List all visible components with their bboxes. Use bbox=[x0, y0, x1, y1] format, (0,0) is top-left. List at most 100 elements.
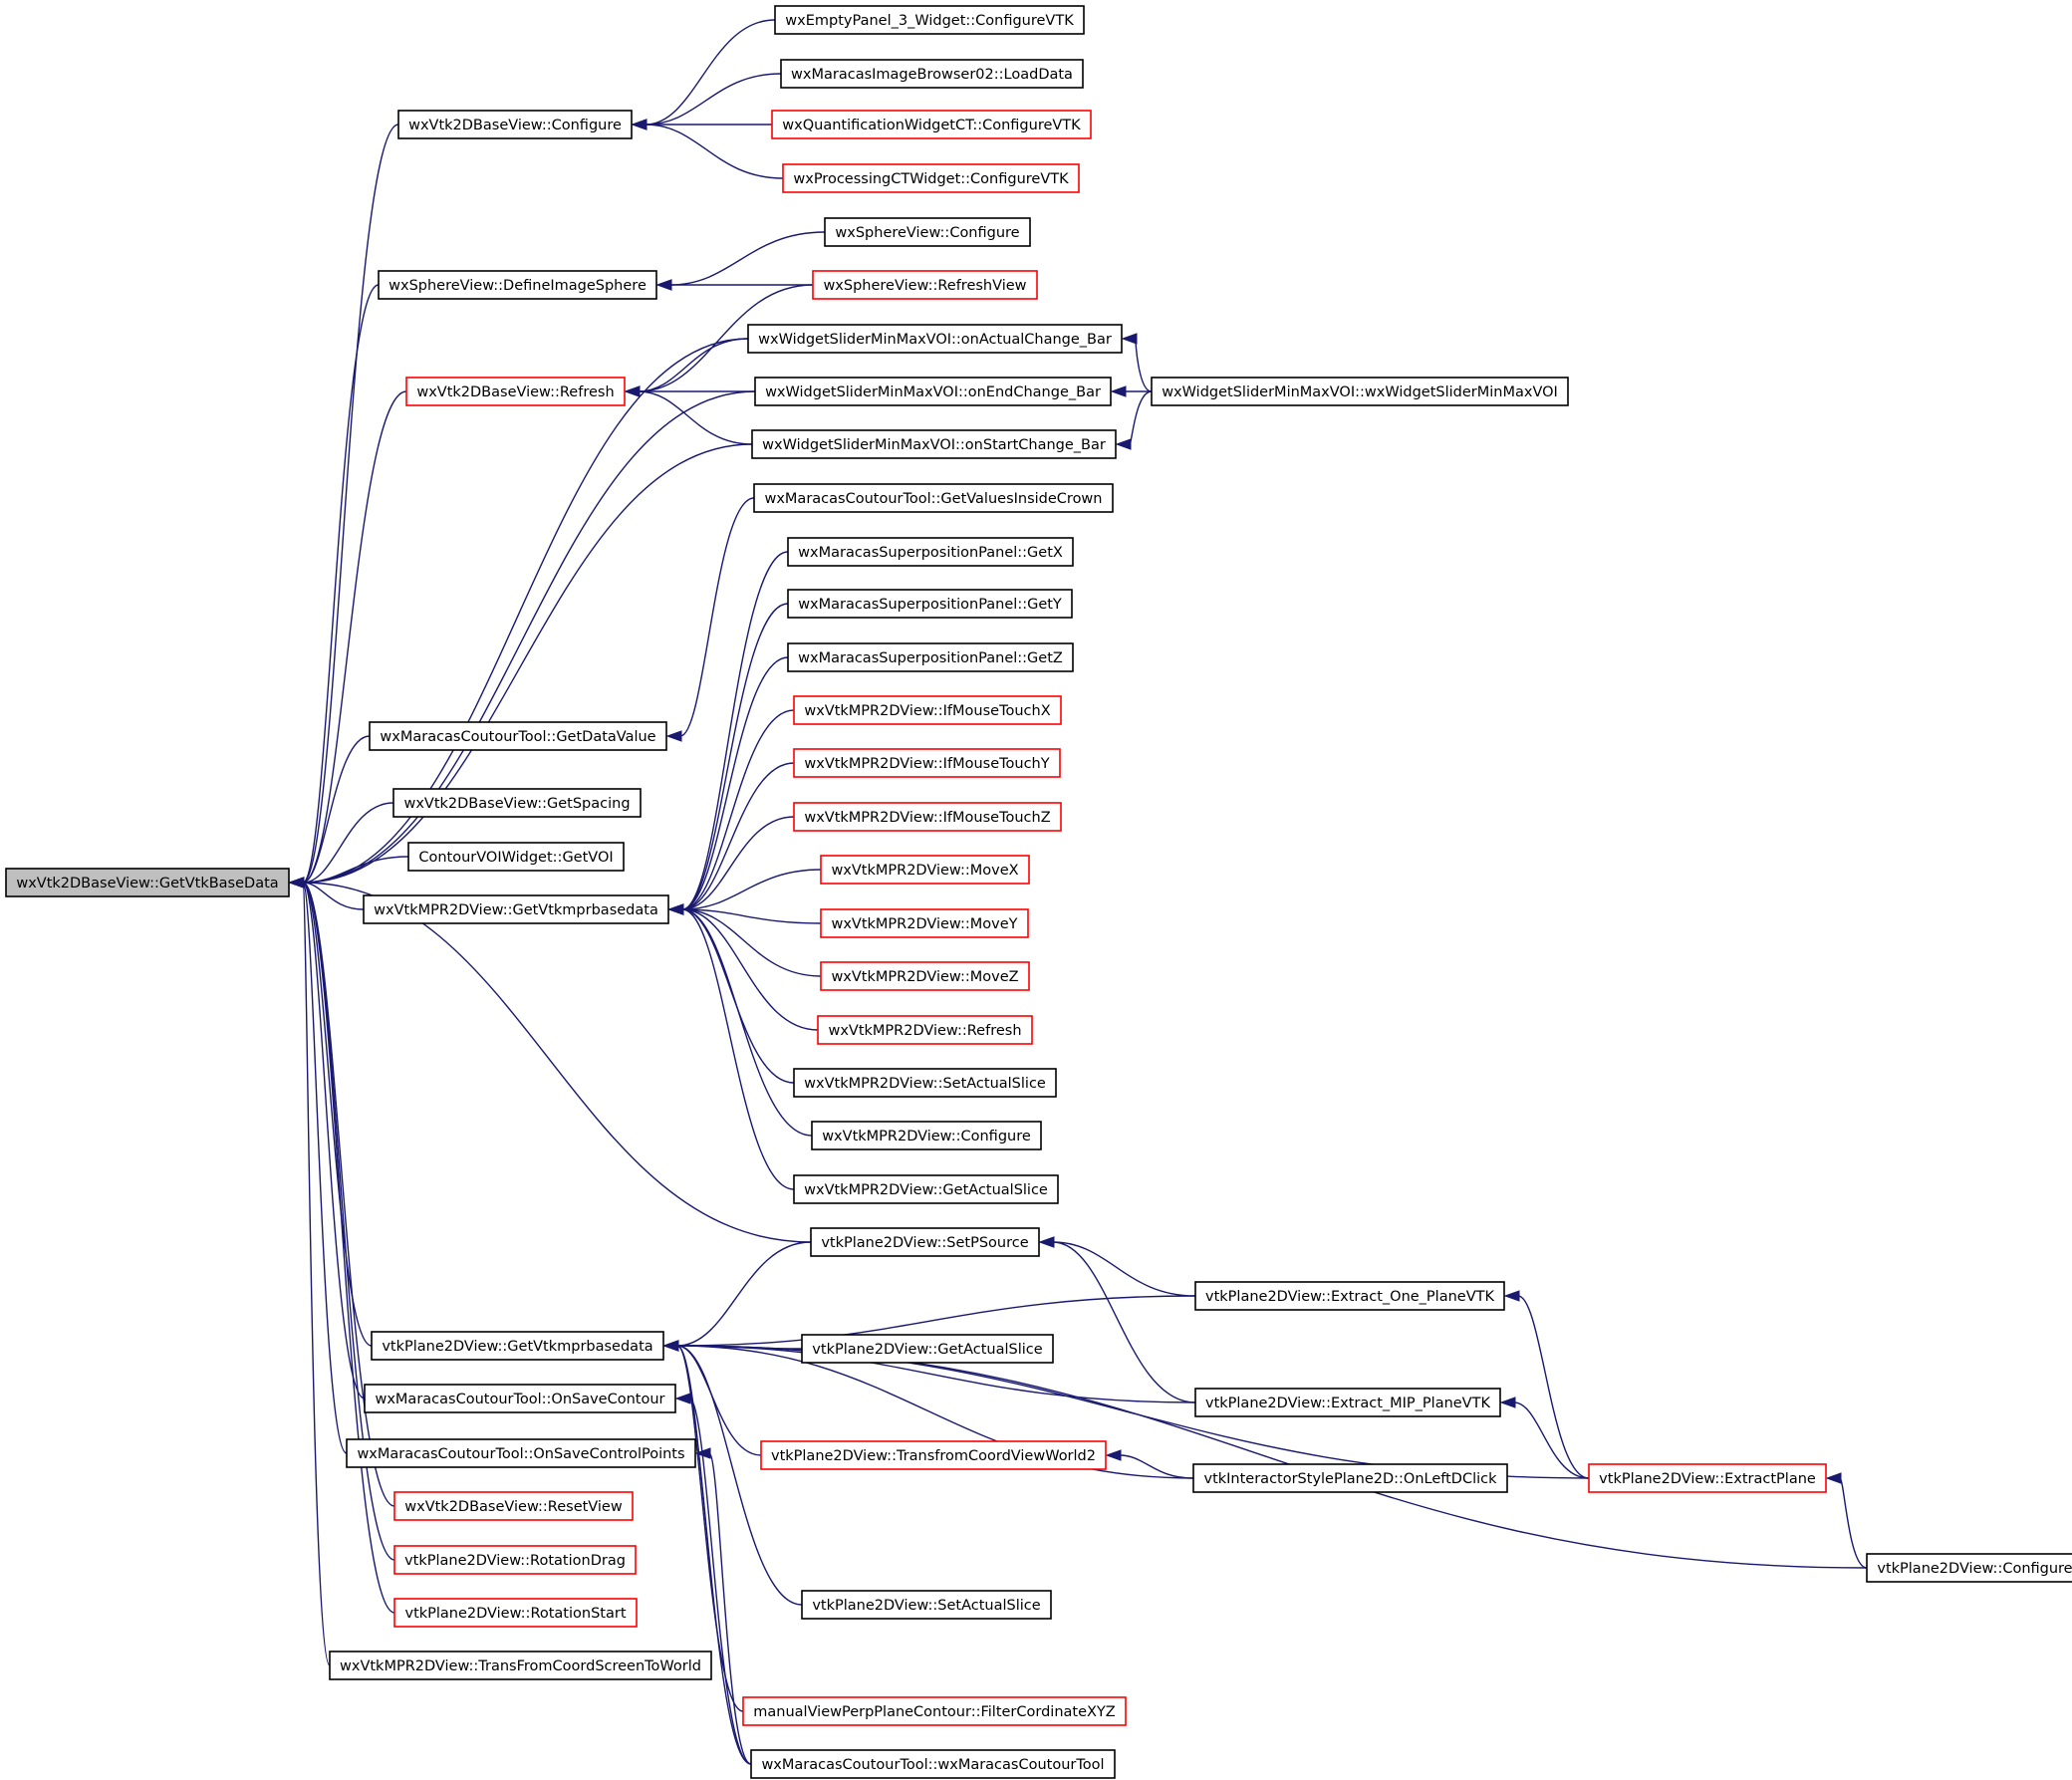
edge-p2dbase-setpsource bbox=[676, 1241, 812, 1347]
node-getz[interactable]: wxMaracasSuperpositionPanel::GetZ bbox=[787, 642, 1074, 672]
edge-mprbase-gety bbox=[681, 603, 789, 910]
node-emptypanel[interactable]: wxEmptyPanel_3_Widget::ConfigureVTK bbox=[774, 5, 1085, 35]
node-defsph[interactable]: wxSphereView::DefineImageSphere bbox=[378, 270, 657, 300]
node-label: vtkPlane2DView::Extract_One_PlaneVTK bbox=[1205, 1289, 1494, 1305]
edge-root-p2dbase bbox=[302, 882, 373, 1347]
edge-mprbase-ifx bbox=[681, 709, 795, 910]
node-transworld2[interactable]: vtkPlane2DView::TransfromCoordViewWorld2 bbox=[760, 1440, 1107, 1470]
edge-extractone-extractplane bbox=[1517, 1295, 1590, 1479]
node-label: manualViewPerpPlaneContour::FilterCordin… bbox=[753, 1704, 1116, 1720]
node-movey[interactable]: wxVtkMPR2DView::MoveY bbox=[820, 908, 1029, 938]
edge-refresh-onactual bbox=[638, 338, 749, 392]
node-imgbrowser[interactable]: wxMaracasImageBrowser02::LoadData bbox=[780, 59, 1084, 89]
node-box bbox=[742, 1696, 1127, 1726]
node-label: vtkPlane2DView::Extract_MIP_PlaneVTK bbox=[1205, 1396, 1490, 1411]
node-ify[interactable]: wxVtkMPR2DView::IfMouseTouchY bbox=[793, 748, 1061, 778]
edge-p2dbase-p2dsetslice bbox=[676, 1345, 803, 1606]
node-setpsource[interactable]: vtkPlane2DView::SetPSource bbox=[810, 1227, 1040, 1257]
node-quantct[interactable]: wxQuantificationWidgetCT::ConfigureVTK bbox=[771, 110, 1092, 139]
node-box bbox=[811, 1121, 1042, 1150]
node-mprsetslice[interactable]: wxVtkMPR2DView::SetActualSlice bbox=[793, 1068, 1057, 1098]
edge-arrowhead bbox=[662, 1340, 679, 1352]
edge-root-onend bbox=[302, 390, 756, 884]
node-label: vtkInteractorStylePlane2D::OnLeftDClick bbox=[1203, 1471, 1497, 1487]
node-box bbox=[801, 1334, 1054, 1364]
node-getvoi[interactable]: ContourVOIWidget::GetVOI bbox=[407, 842, 625, 872]
node-box bbox=[397, 110, 633, 139]
node-label: wxVtk2DBaseView::Refresh bbox=[416, 384, 614, 400]
node-movez[interactable]: wxVtkMPR2DView::MoveZ bbox=[820, 961, 1030, 991]
node-label: vtkPlane2DView::GetVtkmprbasedata bbox=[382, 1339, 652, 1355]
node-p2dsetslice[interactable]: vtkPlane2DView::SetActualSlice bbox=[801, 1590, 1052, 1620]
node-extractplane[interactable]: vtkPlane2DView::ExtractPlane bbox=[1588, 1463, 1827, 1493]
node-box bbox=[1151, 377, 1569, 406]
node-sphrefresh[interactable]: wxSphereView::RefreshView bbox=[812, 270, 1038, 300]
node-getx[interactable]: wxMaracasSuperpositionPanel::GetX bbox=[787, 537, 1074, 567]
node-sphcfg[interactable]: wxSphereView::Configure bbox=[824, 217, 1031, 247]
node-box bbox=[782, 163, 1080, 193]
edge-arrowhead bbox=[631, 119, 648, 130]
node-onend[interactable]: wxWidgetSliderMinMaxVOI::onEndChange_Bar bbox=[754, 377, 1112, 406]
node-label: wxSphereView::RefreshView bbox=[823, 278, 1026, 294]
edge-arrowhead bbox=[1038, 1236, 1055, 1248]
node-filtercoord[interactable]: manualViewPerpPlaneContour::FilterCordin… bbox=[742, 1696, 1127, 1726]
node-label: wxVtkMPR2DView::Refresh bbox=[828, 1023, 1021, 1039]
node-cfg[interactable]: wxVtk2DBaseView::Configure bbox=[397, 110, 633, 139]
node-label: wxVtk2DBaseView::GetSpacing bbox=[403, 796, 630, 812]
node-ifx[interactable]: wxVtkMPR2DView::IfMouseTouchX bbox=[793, 695, 1062, 725]
node-box bbox=[747, 324, 1123, 354]
edge-mprbase-getx bbox=[681, 551, 789, 910]
node-box bbox=[793, 1068, 1057, 1098]
edge-transworld2-onleftdclick bbox=[1119, 1454, 1194, 1479]
node-mprgetslice[interactable]: wxVtkMPR2DView::GetActualSlice bbox=[793, 1174, 1059, 1204]
node-mprrefresh[interactable]: wxVtkMPR2DView::Refresh bbox=[817, 1015, 1033, 1045]
node-extractmip[interactable]: vtkPlane2DView::Extract_MIP_PlaneVTK bbox=[1194, 1388, 1501, 1417]
node-ifz[interactable]: wxVtkMPR2DView::IfMouseTouchZ bbox=[793, 802, 1062, 832]
node-getvalcrown[interactable]: wxMaracasCoutourTool::GetValuesInsideCro… bbox=[753, 483, 1114, 513]
edge-arrowhead bbox=[655, 279, 672, 291]
node-procct[interactable]: wxProcessingCTWidget::ConfigureVTK bbox=[782, 163, 1080, 193]
node-extractone[interactable]: vtkPlane2DView::Extract_One_PlaneVTK bbox=[1194, 1281, 1505, 1311]
edge-arrowhead bbox=[288, 877, 305, 889]
node-label: wxMaracasCoutourTool::GetDataValue bbox=[380, 729, 655, 745]
node-root[interactable]: wxVtk2DBaseView::GetVtkBaseData bbox=[5, 868, 290, 897]
edge-arrowhead bbox=[1499, 1397, 1516, 1408]
node-label: vtkPlane2DView::RotationStart bbox=[404, 1606, 626, 1622]
edge-arrowhead bbox=[667, 903, 684, 915]
node-movex[interactable]: wxVtkMPR2DView::MoveX bbox=[820, 855, 1030, 885]
node-box bbox=[787, 642, 1074, 672]
node-p2dcfg[interactable]: vtkPlane2DView::Configure bbox=[1866, 1553, 2072, 1583]
node-p2dgetslice[interactable]: vtkPlane2DView::GetActualSlice bbox=[801, 1334, 1054, 1364]
node-label: wxWidgetSliderMinMaxVOI::wxWidgetSliderM… bbox=[1162, 384, 1558, 400]
node-box bbox=[793, 695, 1062, 725]
node-coutourctor[interactable]: wxMaracasCoutourTool::wxMaracasCoutourTo… bbox=[750, 1749, 1116, 1779]
node-rotstart[interactable]: vtkPlane2DView::RotationStart bbox=[393, 1598, 638, 1628]
node-getspacing[interactable]: wxVtk2DBaseView::GetSpacing bbox=[392, 788, 642, 818]
node-onstart[interactable]: wxWidgetSliderMinMaxVOI::onStartChange_B… bbox=[751, 429, 1117, 459]
edge-onsavecp-coutourctor bbox=[708, 1452, 752, 1765]
node-resetview[interactable]: wxVtk2DBaseView::ResetView bbox=[393, 1491, 634, 1521]
node-label: wxWidgetSliderMinMaxVOI::onStartChange_B… bbox=[762, 437, 1106, 453]
node-box bbox=[329, 1651, 712, 1680]
node-refresh[interactable]: wxVtk2DBaseView::Refresh bbox=[405, 377, 626, 406]
node-label: ContourVOIWidget::GetVOI bbox=[418, 850, 613, 866]
node-getdataval[interactable]: wxMaracasCoutourTool::GetDataValue bbox=[369, 721, 667, 751]
node-box bbox=[812, 270, 1038, 300]
edge-arrowhead bbox=[1121, 333, 1138, 345]
node-gety[interactable]: wxMaracasSuperpositionPanel::GetY bbox=[787, 589, 1073, 619]
node-p2dbase[interactable]: vtkPlane2DView::GetVtkmprbasedata bbox=[371, 1331, 664, 1361]
node-rotdrag[interactable]: vtkPlane2DView::RotationDrag bbox=[393, 1545, 637, 1575]
node-onactual[interactable]: wxWidgetSliderMinMaxVOI::onActualChange_… bbox=[747, 324, 1123, 354]
node-onleftdclick[interactable]: vtkInteractorStylePlane2D::OnLeftDClick bbox=[1192, 1463, 1508, 1493]
node-onsavecp[interactable]: wxMaracasCoutourTool::OnSaveControlPoint… bbox=[346, 1438, 696, 1468]
node-mprbase[interactable]: wxVtkMPR2DView::GetVtkmprbasedata bbox=[363, 894, 669, 924]
node-label: wxMaracasCoutourTool::GetValuesInsideCro… bbox=[764, 491, 1102, 507]
node-slidector[interactable]: wxWidgetSliderMinMaxVOI::wxWidgetSliderM… bbox=[1151, 377, 1569, 406]
node-mprcfg[interactable]: wxVtkMPR2DView::Configure bbox=[811, 1121, 1042, 1150]
node-transcoord[interactable]: wxVtkMPR2DView::TransFromCoordScreenToWo… bbox=[329, 1651, 712, 1680]
node-onsavecontour[interactable]: wxMaracasCoutourTool::OnSaveContour bbox=[364, 1384, 676, 1413]
edge-p2dbase-onleftdclick bbox=[676, 1345, 1194, 1479]
node-box bbox=[810, 1227, 1040, 1257]
node-box bbox=[363, 894, 669, 924]
node-box bbox=[750, 1749, 1116, 1779]
